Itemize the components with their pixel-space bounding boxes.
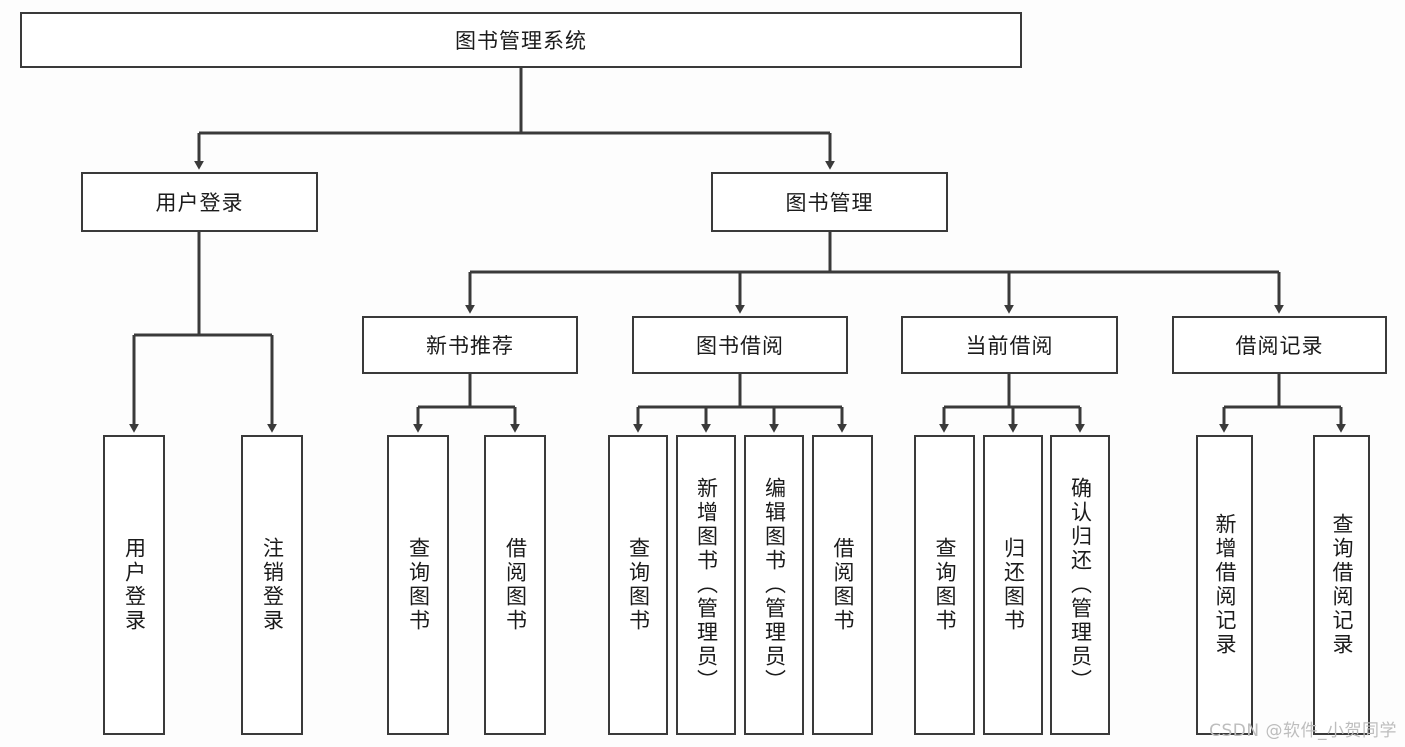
node-root-label: 图书管理系统: [455, 29, 587, 53]
node-root[interactable]: 图书管理系统: [20, 12, 1022, 68]
node-leaf-return-book-label: 归还图书: [1001, 537, 1026, 633]
node-new-book-recommend[interactable]: 新书推荐: [362, 316, 578, 374]
node-leaf-query-borrow-record-label: 查询借阅记录: [1330, 513, 1354, 657]
node-leaf-user-login[interactable]: 用户登录: [103, 435, 165, 735]
node-leaf-confirm-return[interactable]: 确认归还（管理员）: [1050, 435, 1110, 735]
node-leaf-add-borrow-record[interactable]: 新增借阅记录: [1196, 435, 1253, 735]
node-leaf-query-book-2[interactable]: 查询图书: [608, 435, 668, 735]
node-leaf-add-borrow-record-label: 新增借阅记录: [1213, 513, 1237, 657]
node-leaf-edit-book[interactable]: 编辑图书（管理员）: [744, 435, 804, 735]
node-leaf-add-book-label: 新增图书（管理员）: [694, 477, 719, 693]
node-leaf-user-login-label: 用户登录: [122, 537, 147, 633]
node-leaf-logout-login[interactable]: 注销登录: [241, 435, 303, 735]
node-user-login-label: 用户登录: [155, 191, 244, 215]
node-leaf-query-book-3[interactable]: 查询图书: [914, 435, 975, 735]
node-leaf-confirm-return-label: 确认归还（管理员）: [1068, 477, 1093, 693]
node-leaf-logout-login-label: 注销登录: [260, 537, 285, 633]
node-leaf-return-book[interactable]: 归还图书: [983, 435, 1043, 735]
node-leaf-borrow-book-2[interactable]: 借阅图书: [812, 435, 873, 735]
node-new-book-recommend-label: 新书推荐: [426, 334, 514, 358]
node-book-management-label: 图书管理: [785, 191, 874, 215]
node-user-login[interactable]: 用户登录: [81, 172, 318, 232]
node-current-borrow[interactable]: 当前借阅: [901, 316, 1118, 374]
node-borrow-record[interactable]: 借阅记录: [1172, 316, 1387, 374]
node-book-borrow-label: 图书借阅: [696, 334, 784, 358]
node-leaf-borrow-book-1[interactable]: 借阅图书: [484, 435, 546, 735]
node-leaf-borrow-book-2-label: 借阅图书: [831, 537, 855, 633]
node-leaf-borrow-book-1-label: 借阅图书: [503, 537, 528, 633]
node-book-management[interactable]: 图书管理: [711, 172, 948, 232]
node-leaf-add-book[interactable]: 新增图书（管理员）: [676, 435, 736, 735]
node-leaf-edit-book-label: 编辑图书（管理员）: [762, 477, 787, 693]
node-leaf-query-book-1-label: 查询图书: [406, 537, 431, 633]
watermark-text: CSDN @软件_小贺同学: [1209, 721, 1397, 741]
node-book-borrow[interactable]: 图书借阅: [632, 316, 848, 374]
node-leaf-query-book-2-label: 查询图书: [626, 537, 651, 633]
node-current-borrow-label: 当前借阅: [965, 334, 1054, 358]
node-borrow-record-label: 借阅记录: [1235, 334, 1324, 358]
node-leaf-query-book-1[interactable]: 查询图书: [387, 435, 449, 735]
node-leaf-query-book-3-label: 查询图书: [933, 537, 957, 633]
node-leaf-query-borrow-record[interactable]: 查询借阅记录: [1313, 435, 1370, 735]
